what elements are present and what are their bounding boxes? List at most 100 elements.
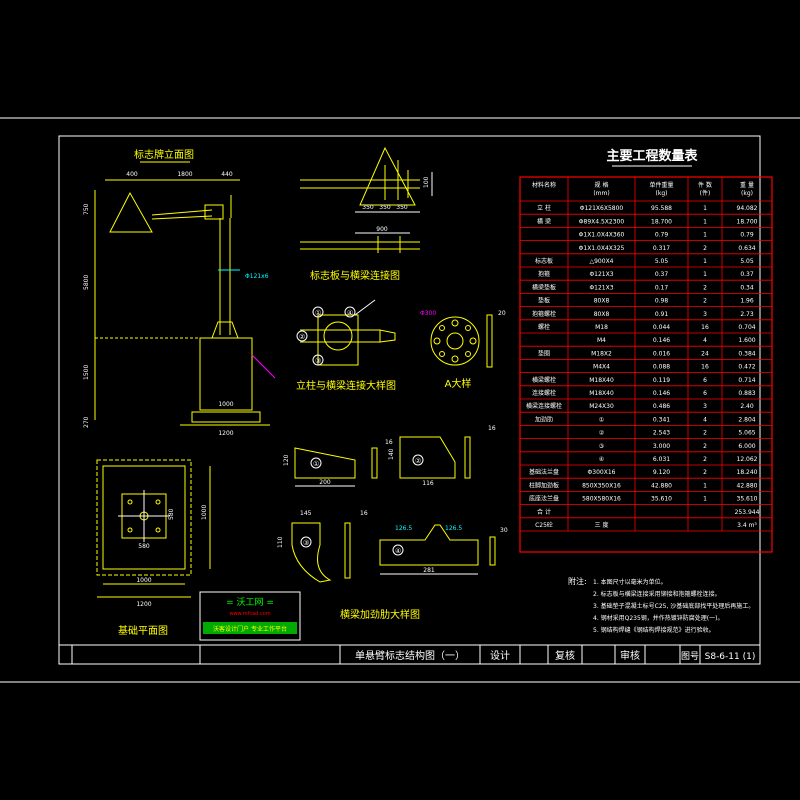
table-cell: 0.317 [653, 245, 670, 252]
table-cell: 0.79 [655, 232, 669, 239]
rib-c3: ③ [303, 539, 309, 547]
board-conn-title: 标志板与横梁连接图 [310, 269, 400, 282]
sign-triangle [109, 191, 153, 233]
elev-base-inner: 1000 [218, 401, 233, 408]
table-cell: 12.062 [737, 456, 758, 463]
note-2: 2. 标志板与横梁连接采用铆接和抱箍螺栓连接。 [593, 590, 721, 598]
table-cell: 0.704 [738, 324, 755, 331]
rib-c4: ④ [395, 547, 401, 555]
table-cell: 柱脚加劲板 [529, 481, 559, 489]
table-header: 重 量 [740, 181, 754, 189]
table-cell: 0.37 [655, 271, 669, 278]
table-cell: 横梁垫板 [532, 283, 556, 291]
table-cell: 0.146 [653, 390, 670, 397]
elev-callout: Φ121x6 [245, 273, 269, 280]
table-cell: 0.714 [738, 377, 755, 384]
foundation-title: 基础平面图 [118, 624, 168, 637]
rib-d13: 30 [500, 527, 508, 534]
table-cell: 4 [703, 337, 707, 344]
rib-d1: 120 [283, 454, 290, 466]
rib-d10: 126.5 [395, 525, 412, 532]
table-cell: 0.088 [653, 364, 670, 371]
table-cell: 253.944 [735, 509, 760, 516]
elev-vdim-2: 5800 [83, 275, 90, 290]
rib-d6: 16 [488, 425, 496, 432]
table-cell: C25砼 [535, 521, 553, 529]
table-cell: Φ121X3 [589, 284, 613, 291]
table-cell: 1.600 [738, 337, 755, 344]
note-3: 3. 基础垫子混凝土标号C25, 沙基础底部找平处理后再施工。 [593, 602, 754, 610]
table-cell: Φ121X3 [589, 271, 613, 278]
table-cell: 2.73 [740, 311, 754, 318]
elev-dim-3: 440 [221, 171, 233, 178]
title-block: 单悬臂标志结构图（一） 设计 复核 审核 图号 S8-6-11 (1) [58, 644, 761, 665]
table-cell: ④ [599, 456, 604, 463]
table-cell: 加劲肋 [535, 415, 553, 423]
detail-a-title: A大样 [445, 377, 472, 390]
table-cell: 抱箍螺栓 [532, 310, 556, 318]
rib-d4: 140 [388, 448, 395, 460]
table-header: 单件重量 [649, 181, 673, 189]
table-cell: 3.000 [653, 443, 670, 450]
table-cell: 立 柱 [537, 204, 551, 212]
table-header: (kg) [656, 190, 668, 197]
table-cell: M4X4 [593, 364, 610, 371]
sheet-label: 图号 [681, 651, 699, 662]
table-cell: M24X30 [589, 403, 614, 410]
table-cell: 1.96 [740, 298, 754, 305]
approve-label: 审核 [620, 649, 640, 662]
table-cell: 0.634 [738, 245, 755, 252]
table-cell: 9.120 [653, 469, 670, 476]
table-cell: 1 [703, 496, 707, 503]
note-4: 4. 钢材采用Q235钢，并作热镀锌防腐处理(一)。 [593, 614, 724, 622]
rib-c2: ② [415, 457, 421, 465]
table-cell: 横梁连接螺栓 [526, 402, 562, 410]
table-cell: 2.40 [740, 403, 754, 410]
rib-title: 横梁加劲肋大样图 [340, 608, 420, 621]
table-cell: 16 [701, 324, 709, 331]
table-cell: 4 [703, 416, 707, 423]
table-cell: M18X40 [589, 377, 614, 384]
table-cell: 0.883 [738, 390, 755, 397]
table-header: 规 格 [595, 181, 609, 189]
cb-callout-4: ④ [347, 309, 353, 317]
logo-title: = 沃工网 = [226, 597, 274, 608]
table-cell: 850X350X16 [582, 482, 621, 489]
table-cell: 0.341 [653, 416, 670, 423]
table-cell: 底座法兰盘 [529, 495, 559, 503]
found-side: 1000 [201, 505, 208, 520]
table-cell: 0.472 [738, 364, 755, 371]
table-cell: 0.119 [653, 377, 670, 384]
table-cell: 基础法兰盘 [529, 468, 559, 476]
table-cell: ③ [599, 443, 604, 450]
quantity-table: 主要工程数量表 材料名称规 格(mm)单件重量(kg)件 数(件)重 量(kg)… [519, 148, 773, 553]
table-cell: M18X40 [589, 390, 614, 397]
note-1: 1. 本图尺寸以毫米为单位。 [593, 578, 667, 586]
table-header: (件) [700, 189, 711, 197]
rib-d2: 200 [319, 479, 331, 486]
elevation-view: 标志牌立面图 400 1800 440 Φ121x6 750 5800 1500… [83, 148, 276, 437]
table-cell: Φ1X1.0X4X325 [579, 245, 625, 252]
table-cell: 3.4 m³ [737, 522, 757, 529]
rib-details: ① 200 120 16 ② 140 116 16 ③ 145 16 110 ④… [277, 425, 508, 621]
table-title: 主要工程数量表 [606, 148, 698, 164]
table-cell: M4 [597, 337, 606, 344]
table-header: (kg) [741, 190, 753, 197]
table-cell: 6.000 [738, 443, 755, 450]
table-cell: 螺栓 [538, 323, 550, 331]
table-cell: 18.240 [737, 469, 758, 476]
table-cell: 0.34 [740, 284, 754, 291]
table-cell: 合 计 [537, 508, 551, 516]
column-beam-detail: ① ② ③ ④ 立柱与横梁连接大样图 [296, 299, 396, 392]
cb-callout-2: ② [299, 333, 305, 341]
table-cell: ② [599, 430, 605, 437]
table-cell: Φ121X6X5800 [580, 205, 624, 212]
rib-d7: 145 [300, 510, 312, 517]
table-cell: 1 [703, 232, 707, 239]
table-cell: 18.700 [737, 218, 758, 225]
table-cell: 2 [703, 443, 707, 450]
table-cell: 1 [703, 205, 707, 212]
table-cell: 0.37 [740, 271, 754, 278]
elev-vdim-4: 270 [83, 416, 90, 428]
